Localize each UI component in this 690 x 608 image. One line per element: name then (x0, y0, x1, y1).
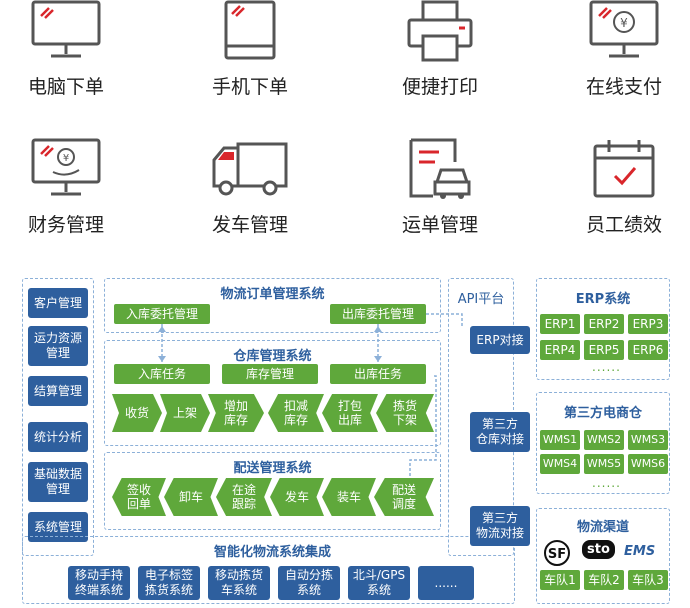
sf-logo: SF (544, 540, 570, 566)
fleet-item[interactable]: 车队1 (540, 570, 580, 590)
warehouse-task-outbound[interactable]: 出库任务 (330, 364, 426, 384)
channels-title: 物流渠道 (576, 520, 629, 535)
ecommerce-title: 第三方电商仓 (563, 406, 642, 421)
feature-label: 员工绩效 (585, 214, 662, 236)
feature-mobile-order: 手机下单 (190, 0, 310, 99)
order-system-title: 物流订单管理系统 (220, 287, 325, 302)
inbound-entrust-button[interactable]: 入库委托管理 (114, 304, 210, 324)
feature-performance: 员工绩效 (564, 138, 684, 237)
waybill-car-icon (409, 138, 471, 199)
wms-item[interactable]: WMS5 (584, 454, 624, 474)
integration-panel (22, 536, 515, 604)
integration-item[interactable]: 电子标签 拣货系统 (138, 566, 200, 600)
feature-dispatch: 发车管理 (190, 138, 310, 237)
ecommerce-more: ...... (592, 476, 621, 490)
flow-step: 签收 回单 (112, 478, 166, 516)
integration-title: 智能化物流系统集成 (213, 545, 331, 560)
feature-label: 发车管理 (211, 214, 288, 236)
erp-panel (536, 278, 670, 380)
delivery-system-panel (104, 452, 441, 530)
ecommerce-panel (536, 392, 670, 494)
warehouse-system-panel (104, 340, 441, 446)
api-logistics-connect[interactable]: 第三方 物流对接 (470, 506, 530, 546)
api-warehouse-connect[interactable]: 第三方 仓库对接 (470, 412, 530, 452)
flow-step: 装车 (322, 478, 376, 516)
outbound-entrust-button[interactable]: 出库委托管理 (330, 304, 426, 324)
erp-item[interactable]: ERP6 (628, 340, 668, 360)
nav-basic-data[interactable]: 基础数据 管理 (28, 462, 88, 502)
warehouse-task-inventory[interactable]: 库存管理 (222, 364, 318, 384)
wms-item[interactable]: WMS3 (628, 430, 668, 450)
calendar-check-icon (593, 140, 655, 198)
nav-statistics[interactable]: 统计分析 (28, 422, 88, 452)
svg-text:¥: ¥ (63, 153, 69, 164)
monitor-yuan-icon: ¥ (589, 0, 659, 58)
feature-online-pay: ¥ 在线支付 (564, 0, 684, 99)
integration-item[interactable]: ...... (418, 566, 474, 600)
feature-label: 财务管理 (27, 214, 104, 236)
wms-item[interactable]: WMS4 (540, 454, 580, 474)
erp-item[interactable]: ERP1 (540, 314, 580, 334)
erp-item[interactable]: ERP2 (584, 314, 624, 334)
wms-item[interactable]: WMS1 (540, 430, 580, 450)
flow-step: 上架 (160, 394, 210, 432)
feature-label: 手机下单 (211, 76, 288, 98)
nav-customer[interactable]: 客户管理 (28, 288, 88, 318)
wms-item[interactable]: WMS6 (628, 454, 668, 474)
order-system-panel (104, 278, 441, 333)
erp-item[interactable]: ERP4 (540, 340, 580, 360)
delivery-system-title: 配送管理系统 (233, 461, 312, 476)
integration-item[interactable]: 自动分拣 系统 (278, 566, 340, 600)
feature-finance: ¥ 财务管理 (6, 138, 126, 237)
warehouse-system-title: 仓库管理系统 (233, 349, 312, 364)
flow-step: 打包 出库 (322, 394, 378, 432)
warehouse-task-inbound[interactable]: 入库任务 (114, 364, 210, 384)
api-platform-title: API平台 (457, 292, 505, 307)
feature-label: 运单管理 (401, 214, 478, 236)
flow-step: 配送 调度 (374, 478, 434, 516)
erp-title: ERP系统 (575, 292, 631, 307)
feature-waybill: 运单管理 (380, 138, 500, 237)
monitor-finance-icon: ¥ (31, 138, 101, 196)
flow-step: 发车 (270, 478, 324, 516)
integration-item[interactable]: 移动手持 终端系统 (68, 566, 130, 600)
fleet-item[interactable]: 车队3 (628, 570, 668, 590)
erp-item[interactable]: ERP3 (628, 314, 668, 334)
left-nav-panel (22, 278, 94, 556)
wms-item[interactable]: WMS2 (584, 430, 624, 450)
svg-text:¥: ¥ (620, 16, 628, 30)
flow-step: 增加 库存 (208, 394, 264, 432)
api-erp-connect[interactable]: ERP对接 (470, 326, 530, 354)
sto-logo: sto (582, 540, 615, 559)
feature-label: 电脑下单 (27, 76, 104, 98)
integration-item[interactable]: 移动拣货 车系统 (208, 566, 270, 600)
feature-label: 在线支付 (585, 76, 662, 98)
monitor-icon (31, 0, 101, 58)
feature-pc-order: 电脑下单 (6, 0, 126, 99)
truck-icon (212, 142, 288, 196)
erp-more: ...... (592, 360, 621, 374)
tablet-icon (224, 0, 276, 60)
fleet-item[interactable]: 车队2 (584, 570, 624, 590)
ems-logo: EMS (624, 544, 656, 559)
nav-capacity[interactable]: 运力资源 管理 (28, 326, 88, 366)
flow-step: 卸车 (164, 478, 218, 516)
nav-settlement[interactable]: 结算管理 (28, 376, 88, 406)
channels-panel (536, 508, 670, 604)
erp-item[interactable]: ERP5 (584, 340, 624, 360)
integration-item[interactable]: 北斗/GPS 系统 (348, 566, 410, 600)
flow-step: 拣货 下架 (376, 394, 434, 432)
feature-print: 便捷打印 (380, 0, 500, 99)
flow-step: 收货 (112, 394, 162, 432)
feature-label: 便捷打印 (401, 76, 478, 98)
printer-icon (407, 0, 473, 62)
flow-step: 扣减 库存 (268, 394, 324, 432)
nav-system[interactable]: 系统管理 (28, 512, 88, 542)
flow-step: 在途 跟踪 (216, 478, 272, 516)
